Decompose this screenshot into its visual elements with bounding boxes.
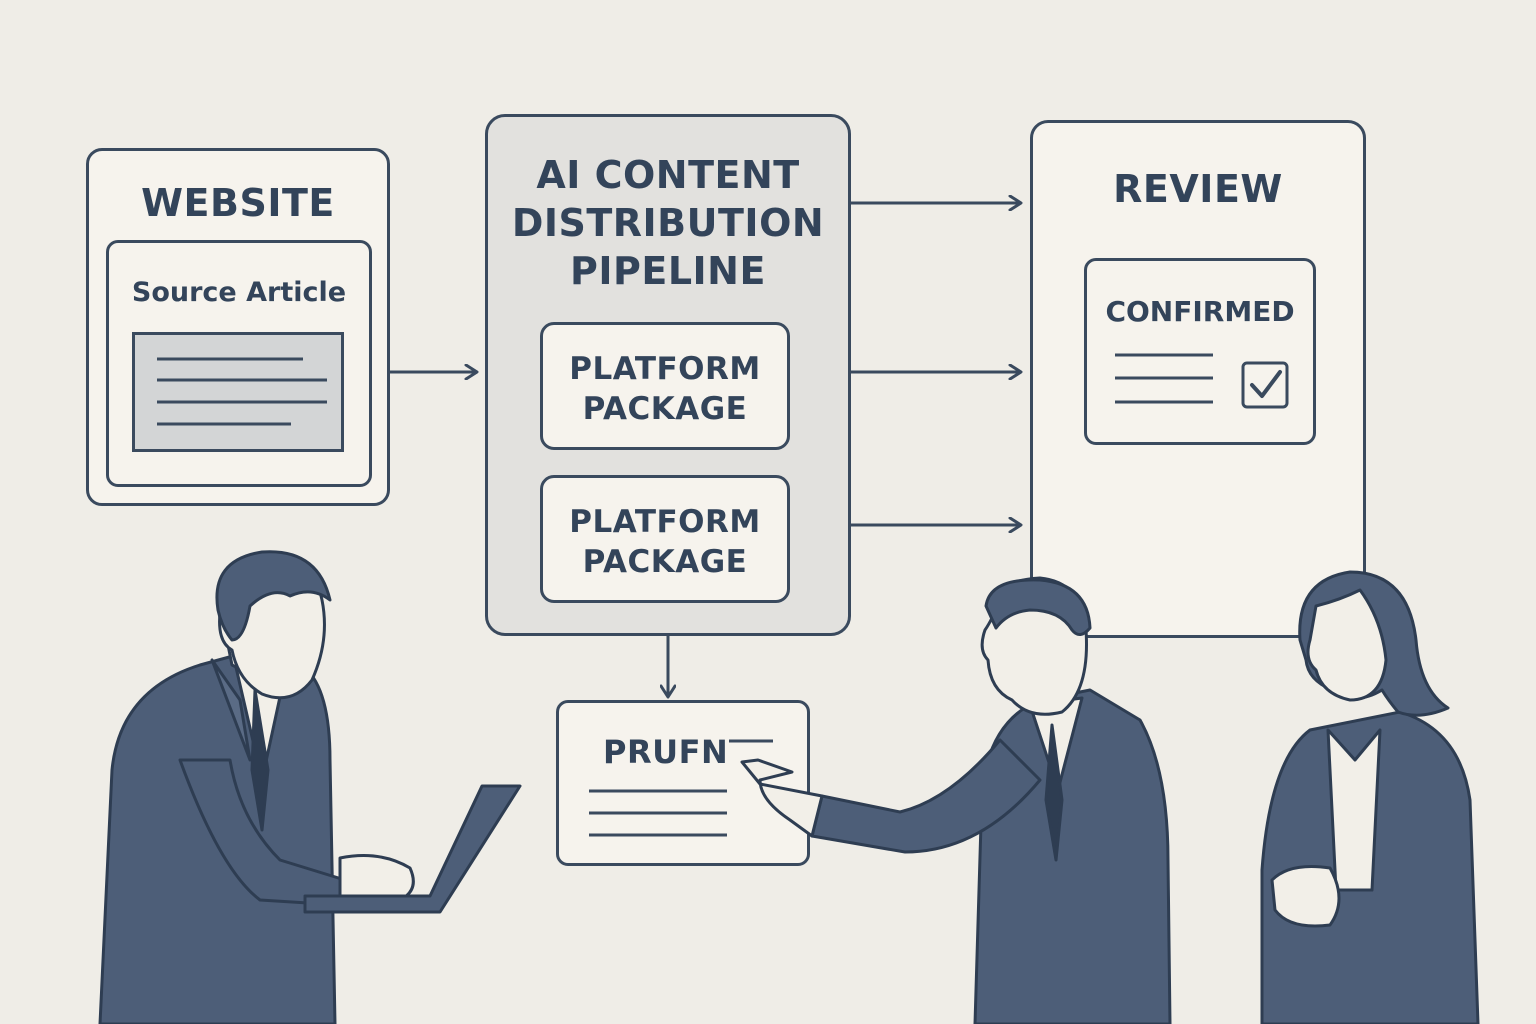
person-pointing [740, 576, 1172, 1024]
prufn-card: PRUFN [556, 700, 810, 866]
prufn-label: PRUFN [603, 733, 729, 771]
pipeline-title-line1: AI CONTENT [536, 153, 800, 197]
checkbox-checked-icon [1241, 361, 1289, 409]
confirmed-card: CONFIRMED [1084, 258, 1316, 445]
confirmed-content [1115, 353, 1289, 409]
confirmed-label: CONFIRMED [1105, 295, 1295, 328]
platform-package-card: PLATFORM PACKAGE [540, 475, 790, 603]
laptop-icon [303, 784, 522, 914]
pipeline-title-line3: PIPELINE [570, 249, 766, 293]
platform-package-card: PLATFORM PACKAGE [540, 322, 790, 450]
website-title: WEBSITE [141, 181, 335, 225]
source-article-label: Source Article [131, 277, 347, 308]
person-with-laptop [98, 550, 522, 1024]
package-label-line2: PACKAGE [582, 544, 748, 580]
person-woman [1260, 570, 1480, 1024]
package-label-line1: PLATFORM [569, 504, 761, 540]
package-label-line1: PLATFORM [569, 351, 761, 387]
review-title: REVIEW [1113, 167, 1283, 211]
pipeline-title: AI CONTENT DISTRIBUTION PIPELINE [488, 151, 848, 295]
prufn-content [589, 739, 773, 837]
article-text-lines-icon [157, 357, 327, 426]
package-label-line2: PACKAGE [582, 391, 748, 427]
pipeline-title-line2: DISTRIBUTION [511, 201, 825, 245]
article-thumbnail [132, 332, 344, 452]
